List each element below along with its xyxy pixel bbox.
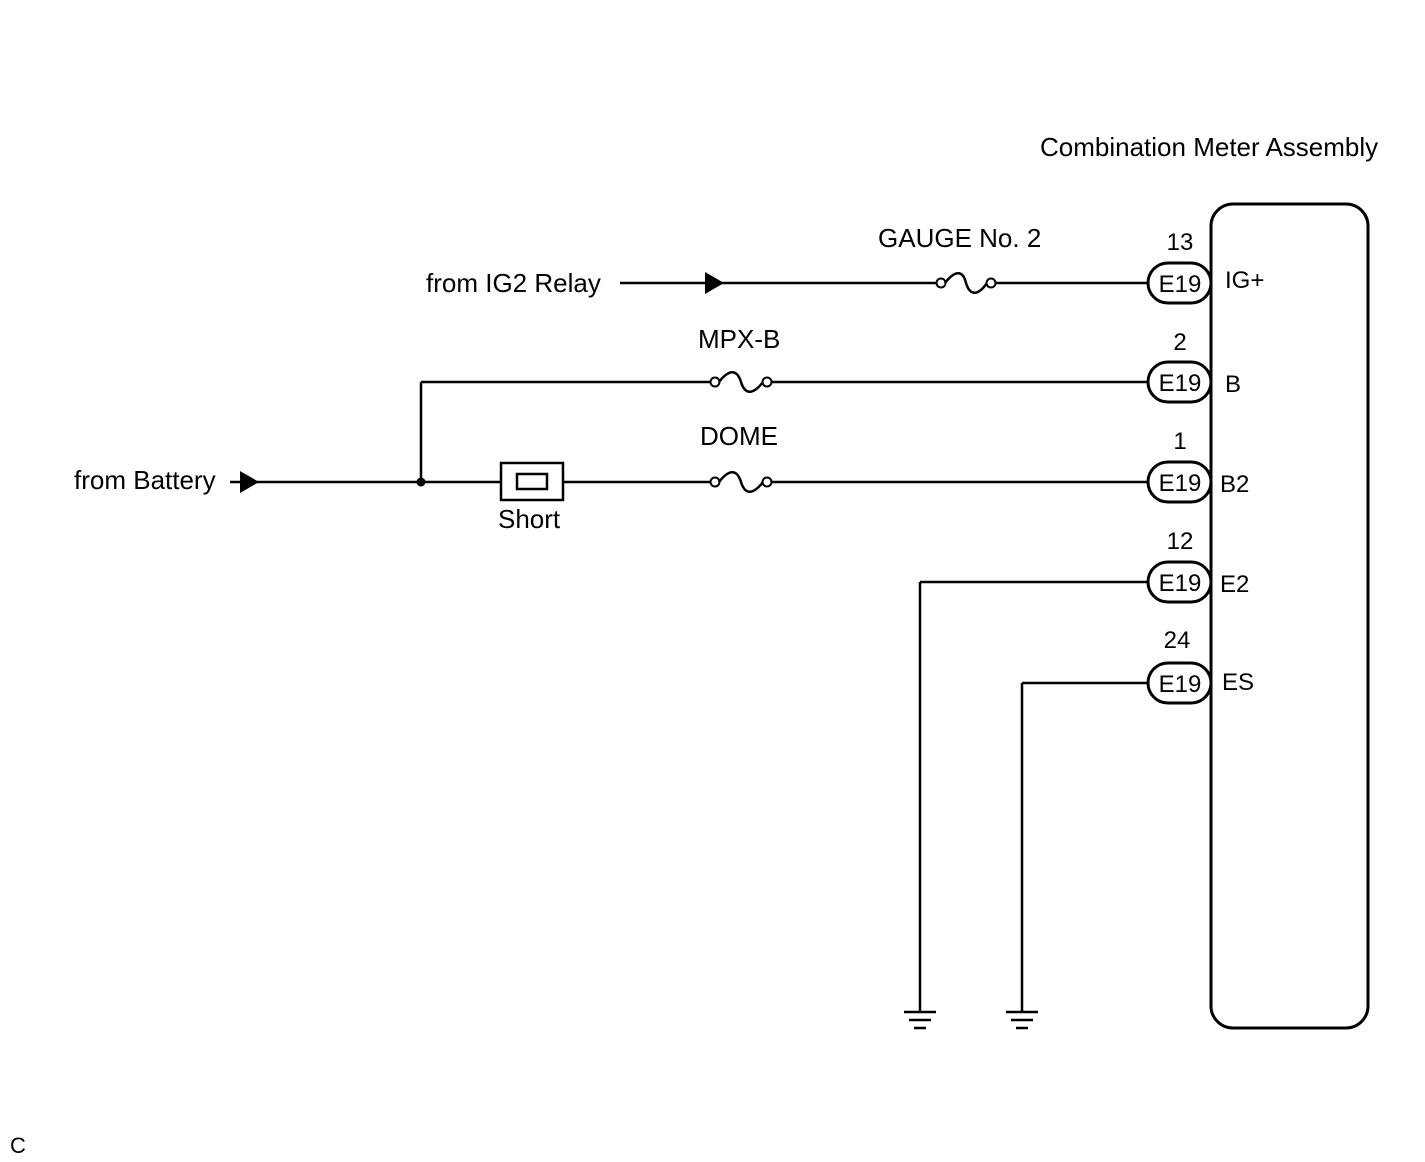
terminal-label: B bbox=[1225, 371, 1241, 398]
corner-reference-label: C bbox=[10, 1133, 26, 1158]
ground-e2-icon bbox=[904, 1010, 936, 1030]
source-ig2-relay-label: from IG2 Relay bbox=[426, 268, 601, 298]
pin-number: 1 bbox=[1173, 428, 1186, 455]
connector-label: E19 bbox=[1159, 370, 1202, 397]
connector-e19 bbox=[1146, 560, 1213, 604]
connector-e19 bbox=[1146, 261, 1213, 305]
combination-meter-box bbox=[1209, 202, 1370, 1030]
connector-e19 bbox=[1146, 360, 1213, 404]
connector-e19 bbox=[1146, 661, 1213, 705]
terminal-label: B2 bbox=[1220, 471, 1249, 498]
terminal-label: ES bbox=[1222, 669, 1254, 696]
connector-e19 bbox=[1146, 460, 1213, 504]
fuse-gauge-no2-label: GAUGE No. 2 bbox=[878, 223, 1041, 253]
pin-number: 12 bbox=[1167, 528, 1194, 555]
connector-label: E19 bbox=[1159, 271, 1202, 298]
fuse-gauge-no2-icon bbox=[935, 272, 997, 294]
pin-number: 24 bbox=[1164, 627, 1191, 654]
connector-label: E19 bbox=[1159, 671, 1202, 698]
fuse-mpx-b-icon bbox=[709, 371, 773, 393]
short-pin-icon bbox=[499, 461, 565, 502]
pin-number: 2 bbox=[1173, 329, 1186, 356]
short-pin-label: Short bbox=[498, 504, 561, 534]
fuse-dome-icon bbox=[709, 471, 773, 493]
battery-arrow-icon bbox=[240, 471, 259, 493]
terminal-label: E2 bbox=[1220, 571, 1249, 598]
terminal-label: IG+ bbox=[1225, 267, 1264, 294]
ground-es-icon bbox=[1006, 1010, 1038, 1030]
pin-number: 13 bbox=[1167, 229, 1194, 256]
ig2-arrow-icon bbox=[705, 272, 724, 294]
connector-label: E19 bbox=[1159, 570, 1202, 597]
source-battery-label: from Battery bbox=[74, 465, 216, 495]
junction-dot bbox=[416, 477, 426, 487]
component-title: Combination Meter Assembly bbox=[1040, 132, 1378, 162]
fuse-dome-label: DOME bbox=[700, 421, 778, 451]
connector-label: E19 bbox=[1159, 470, 1202, 497]
fuse-mpx-b-label: MPX-B bbox=[698, 324, 780, 354]
